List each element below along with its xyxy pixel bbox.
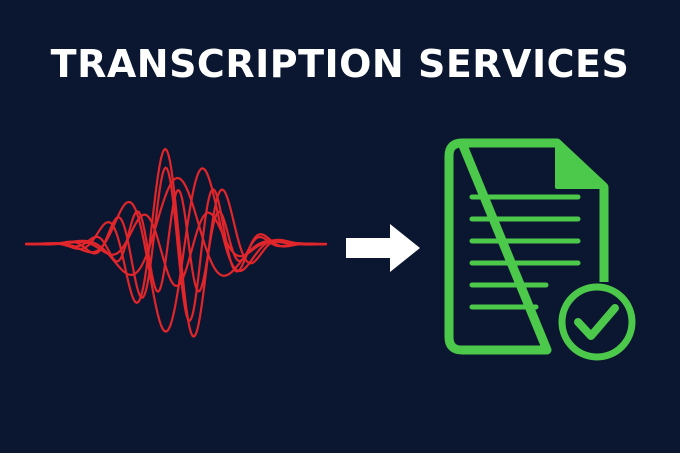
headline: TRANSCRIPTION SERVICES: [50, 42, 630, 86]
sound-wave-line: [24, 189, 328, 293]
arrow-right-icon: [346, 224, 420, 272]
sound-wave-line: [24, 211, 328, 287]
sound-wave-icon: [24, 147, 328, 338]
check-circle-icon: [557, 282, 637, 362]
document-icon: [444, 138, 609, 355]
